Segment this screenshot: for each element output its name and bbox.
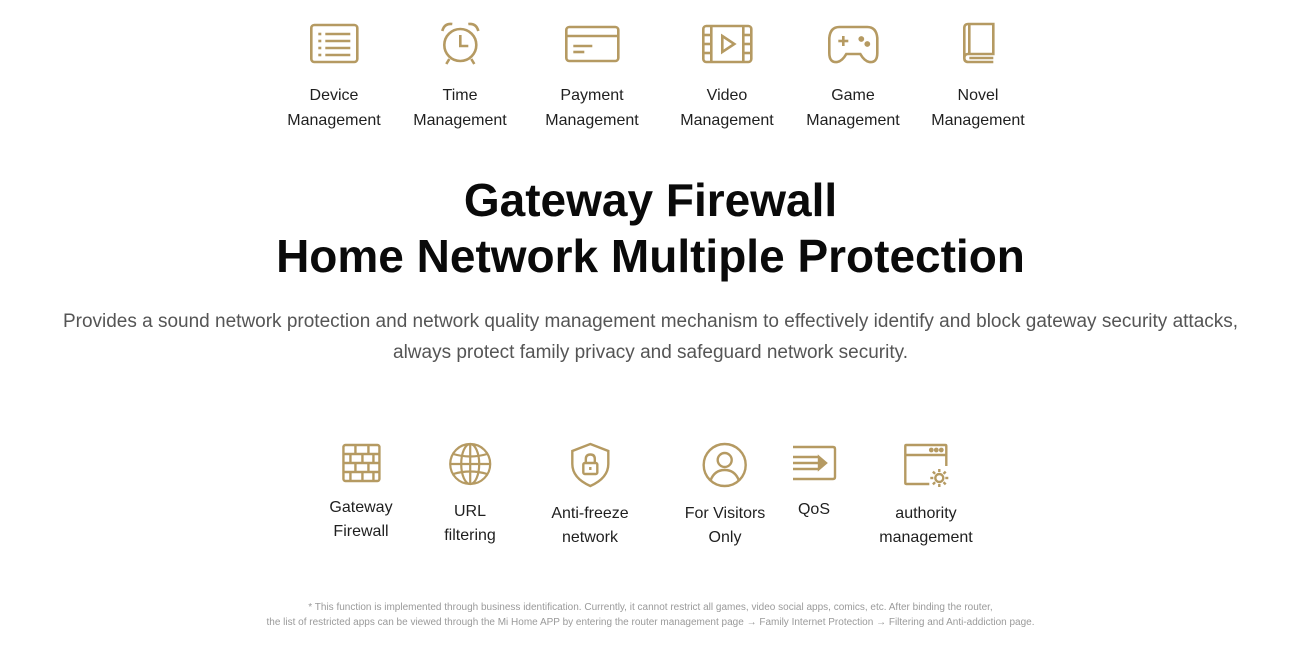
feature-label-line2: Management [931,112,1025,129]
feature-video-management: Video Management [680,20,774,133]
headline-title: Gateway Firewall [463,174,838,226]
feature-label-line2: Management [806,112,900,129]
feature-device-management: Device Management [287,20,381,133]
description-line2: always protect family privacy and safegu… [393,342,908,363]
feature-time-management: Time Management [413,20,507,133]
feature-label-line1: Anti-freeze [551,505,629,522]
feature-label-line1: QoS [797,501,830,518]
feature-label-line2: Management [287,112,381,129]
feature-label-line1: Game [831,87,875,104]
feature-label-line1: authority [895,505,957,522]
user-circle-icon [702,442,748,488]
shield-lock-icon [570,442,610,488]
feature-qos: QoS [791,442,837,522]
feature-label-line1: Gateway [329,499,393,516]
feature-label-line2: Management [413,112,507,129]
feature-anti-freeze-network: Anti-freeze network [551,442,629,550]
qos-icon [793,445,837,481]
feature-label-line1: Device [309,87,359,104]
description: Provides a sound network protection and … [40,306,1261,368]
feature-label-line2: network [561,529,619,546]
alarm-clock-icon [440,22,480,65]
feature-label-line1: Video [706,87,748,104]
feature-label-line1: Payment [560,87,624,104]
feature-payment-management: Payment Management [545,20,639,133]
feature-label-line1: Novel [957,87,999,104]
list-icon [309,23,359,64]
footnote-line2: the list of restricted apps can be viewe… [266,617,1035,628]
feature-game-management: Game Management [806,20,900,133]
feature-authority-management: authority management [879,442,973,550]
brick-wall-icon [341,443,381,483]
feature-gateway-firewall: Gateway Firewall [329,442,393,544]
feature-label-line2: management [879,529,973,546]
footnote-line1: * This function is implemented through b… [308,602,993,613]
book-icon [962,22,995,64]
credit-card-icon [564,25,620,63]
feature-url-filtering: URL filtering [444,442,496,548]
feature-label-line2: Firewall [333,523,389,540]
feature-label-line2: Management [545,112,639,129]
feature-label-line2: filtering [444,527,496,544]
feature-label-line1: For Visitors [684,505,766,522]
window-gear-icon [903,443,948,487]
description-line1: Provides a sound network protection and … [62,311,1239,332]
feature-label-line2: Only [708,529,742,546]
feature-label-line1: Time [442,87,478,104]
gamepad-icon [827,25,879,64]
headline-subtitle: Home Network Multiple Protection [276,230,1025,282]
footnote: * This function is implemented through b… [0,600,1301,630]
feature-label-line2: Management [680,112,774,129]
feature-for-visitors-only: For Visitors Only [684,442,766,550]
feature-label-line1: URL [453,503,487,520]
feature-novel-management: Novel Management [931,20,1025,133]
video-icon [701,24,753,64]
headline: Gateway Firewall Home Network Multiple P… [0,172,1301,284]
globe-icon [448,442,492,486]
